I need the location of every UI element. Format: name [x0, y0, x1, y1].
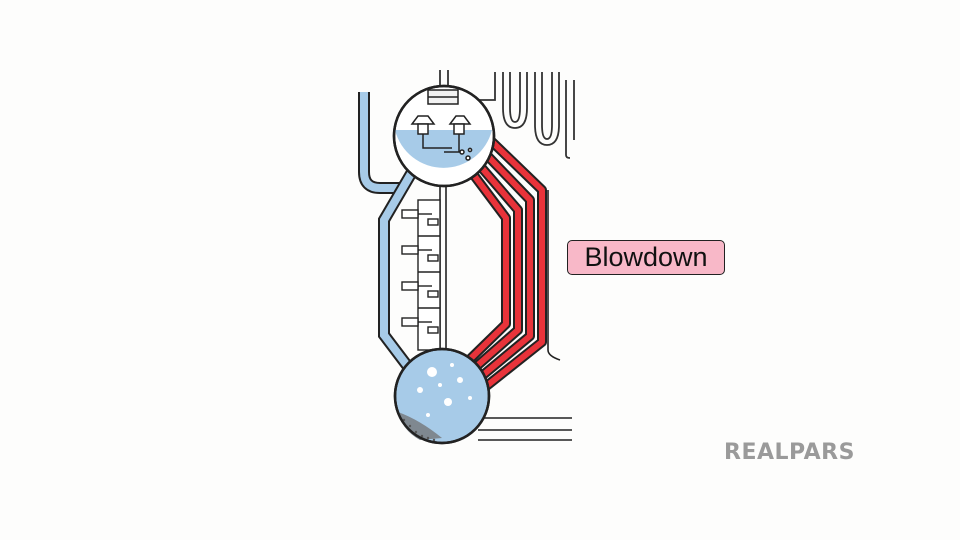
wall-tubes [439, 185, 447, 352]
bubbles [417, 363, 472, 417]
sediment-particles [402, 418, 436, 442]
steam-separators [410, 89, 473, 161]
steam-drum [392, 84, 496, 188]
downcomer-pipes [358, 92, 418, 376]
riser-tubes [460, 132, 547, 392]
outlet-pipes [478, 190, 572, 441]
burner-1 [401, 209, 439, 226]
burner-4 [401, 317, 439, 334]
burner-2 [401, 245, 439, 262]
superheater-coils [439, 70, 575, 159]
burner-array [401, 199, 441, 351]
blowdown-label: Blowdown [567, 240, 725, 275]
mud-drum [393, 347, 491, 445]
realpars-logo: REALPARS [724, 440, 855, 465]
burner-3 [401, 281, 439, 298]
